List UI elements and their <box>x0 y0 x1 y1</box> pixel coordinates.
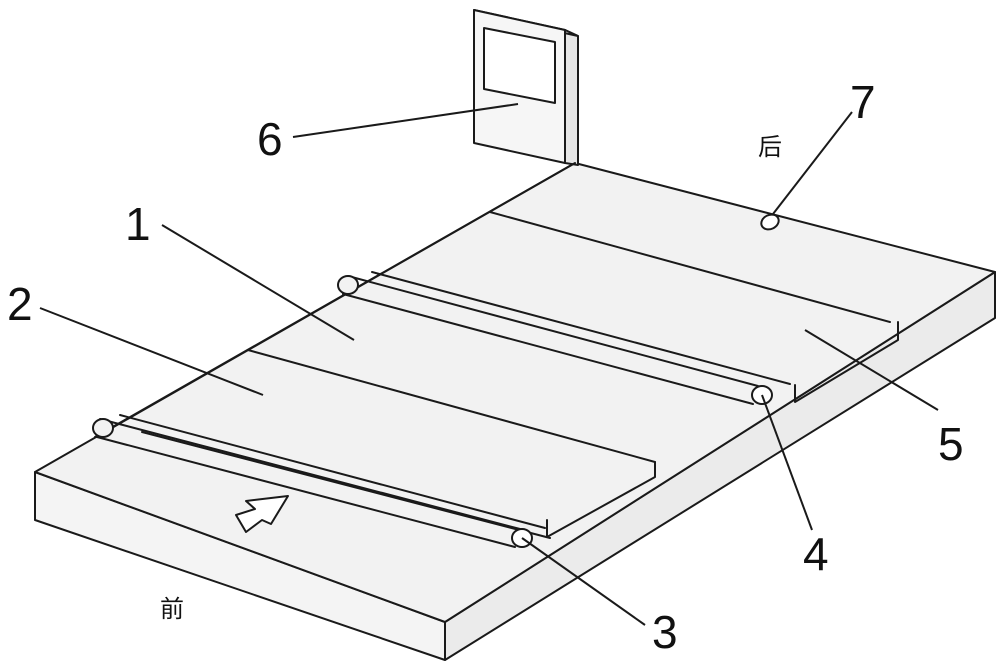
label-1: 1 <box>125 198 151 250</box>
belt-divider-line <box>247 349 656 463</box>
direction-arrow-icon <box>235 495 289 533</box>
rear-roller-top-edge <box>347 275 759 387</box>
rear-plate-step <box>794 321 899 403</box>
leader-line-4 <box>761 394 813 531</box>
label-2: 2 <box>7 278 33 330</box>
display-side-face <box>564 29 579 166</box>
front-roller-top-edge <box>99 418 521 530</box>
front-label: 前 <box>160 595 184 623</box>
leader-line-3 <box>521 537 646 626</box>
front-roller-band-lower <box>141 431 551 539</box>
front-roller-bottom-edge <box>96 436 516 548</box>
rear-roller-band-upper <box>371 271 791 385</box>
leader-line-1 <box>161 224 355 341</box>
belt-left-edge <box>94 162 576 438</box>
belt-far-end-line <box>489 211 891 323</box>
label-4: 4 <box>803 528 829 580</box>
display-screen <box>483 27 556 104</box>
rear-roller-left-end <box>337 275 359 295</box>
label-5: 5 <box>938 418 964 470</box>
rear-roller-bottom-edge <box>342 293 754 405</box>
front-roller-left-end <box>92 418 114 438</box>
front-plate-step <box>546 461 656 538</box>
label-6: 6 <box>257 113 283 165</box>
front-roller-band-upper <box>119 414 546 529</box>
label-7: 7 <box>850 76 876 128</box>
label-3: 3 <box>652 606 678 658</box>
sensor-7 <box>760 213 780 231</box>
leader-line-5 <box>804 329 939 411</box>
leader-line-6 <box>292 103 519 138</box>
back-label: 后 <box>758 133 782 161</box>
leader-line-7 <box>772 111 853 215</box>
leader-line-2 <box>39 307 264 396</box>
